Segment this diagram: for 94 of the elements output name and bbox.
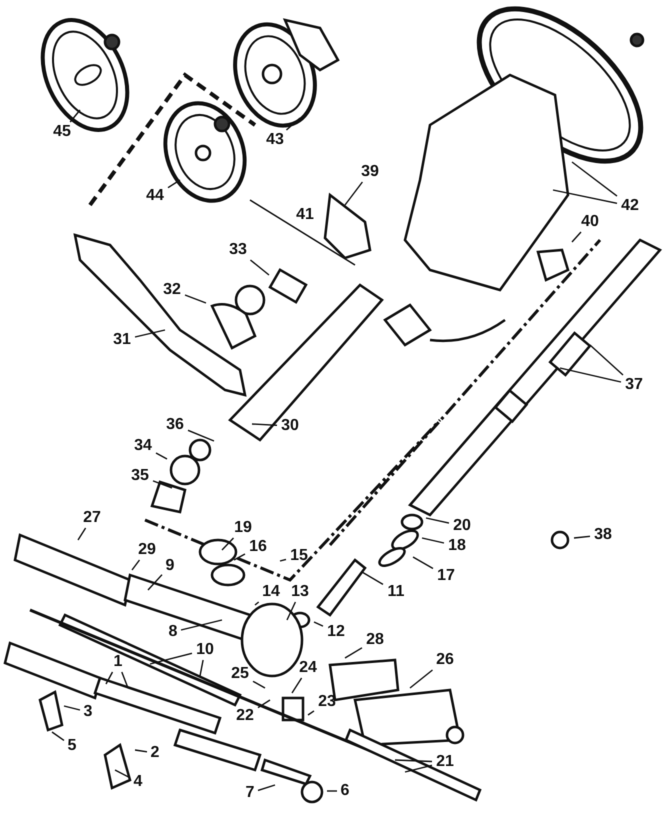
leader-line [70, 110, 81, 122]
callout-number: 35 [131, 468, 149, 484]
leader-line [314, 621, 324, 627]
leader-line [180, 619, 222, 631]
leader-line [131, 560, 140, 570]
leader-line [552, 189, 618, 204]
callout-number: 6 [340, 783, 350, 799]
leader-line [308, 710, 314, 716]
leader-line [404, 764, 432, 773]
callout-number: 14 [262, 584, 280, 600]
callout-number: 38 [594, 527, 612, 543]
callout-number: 25 [231, 666, 249, 682]
callout-number: 42 [621, 198, 639, 214]
leader-line [286, 602, 296, 620]
leader-line [188, 430, 214, 442]
callout-number: 28 [366, 632, 384, 648]
leader-line [64, 705, 80, 711]
callout-number: 27 [83, 510, 101, 526]
callout-number: 12 [327, 624, 345, 640]
callout-number: 29 [138, 542, 156, 558]
leader-line [560, 367, 622, 383]
callout-number: 20 [453, 518, 471, 534]
leader-line [199, 660, 204, 676]
leader-line [252, 423, 278, 426]
leader-line [394, 759, 432, 762]
callout-number: 26 [436, 652, 454, 668]
leader-line [422, 537, 444, 544]
callout-number: 5 [68, 738, 76, 754]
callout-number: 31 [113, 332, 131, 348]
callout-number: 43 [266, 132, 284, 148]
leader-line [150, 652, 192, 665]
leader-line [184, 294, 206, 304]
leader-line [280, 558, 286, 562]
leader-line [327, 790, 337, 792]
callout-number: 7 [246, 785, 254, 801]
leader-line [168, 179, 180, 188]
callout-number: 17 [437, 568, 455, 584]
leader-line [147, 574, 163, 590]
leader-line [344, 647, 362, 659]
callout-number: 2 [150, 745, 160, 761]
leader-line [105, 672, 114, 684]
leader-line [52, 731, 64, 741]
callout-number: 9 [166, 558, 174, 574]
leader-line [252, 680, 266, 689]
callout-number: 34 [134, 438, 152, 454]
leader-line [254, 601, 260, 606]
callout-number: 36 [166, 417, 184, 433]
leader-line [222, 538, 234, 550]
leader-line [572, 161, 618, 197]
callout-number: 15 [290, 548, 308, 564]
leader-line [258, 699, 270, 708]
leader-line [114, 769, 130, 778]
leader-line [286, 117, 300, 131]
leader-line [590, 344, 624, 376]
leader-line [426, 517, 450, 524]
callout-number: 40 [581, 214, 599, 230]
callout-number: 33 [229, 242, 247, 258]
leader-line [571, 232, 582, 242]
callout-number: 21 [436, 754, 454, 770]
leader-line [250, 259, 270, 276]
leader-line [156, 452, 168, 460]
leader-line [234, 553, 246, 561]
callout-number: 11 [388, 584, 404, 600]
leader-line [412, 556, 434, 570]
callout-number: 3 [84, 704, 92, 720]
leader-line [121, 672, 129, 688]
callout-number: 37 [625, 377, 643, 393]
leader-line [77, 528, 86, 540]
callout-number: 13 [291, 584, 309, 600]
leader-line [134, 749, 148, 752]
leader-line [291, 678, 302, 694]
leader-line [258, 784, 276, 792]
callout-number: 19 [234, 520, 252, 536]
leader-line [574, 536, 590, 539]
callout-number: 41 [296, 207, 314, 223]
callout-number: 22 [236, 708, 254, 724]
callout-number: 4 [134, 774, 142, 790]
leader-line [134, 329, 166, 338]
leader-line [410, 669, 433, 689]
leader-line [344, 182, 363, 206]
callout-number: 18 [448, 538, 466, 554]
callout-number: 10 [196, 642, 214, 658]
callout-number: 16 [249, 539, 267, 555]
leader-line [152, 480, 172, 489]
callout-number: 45 [53, 124, 71, 140]
callout-number: 24 [299, 660, 317, 676]
callout-number: 30 [281, 418, 299, 434]
callout-number: 44 [146, 188, 164, 204]
callout-number: 39 [361, 164, 379, 180]
callout-number: 8 [168, 624, 178, 640]
callout-number: 23 [318, 694, 336, 710]
leader-line [362, 571, 384, 585]
callout-number: 1 [114, 654, 122, 670]
callout-number: 32 [163, 282, 181, 298]
